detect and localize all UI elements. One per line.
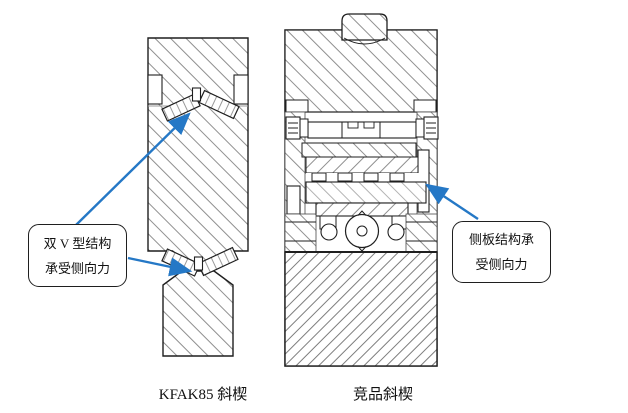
base-plate-band — [284, 210, 438, 253]
lower-v-apex-key — [193, 256, 204, 271]
kfak85-slide-body — [147, 37, 249, 270]
callout-side-plate-structure: 侧板结构承 受侧向力 — [452, 221, 551, 283]
leader-arrow-upper-v — [74, 112, 191, 227]
slider-layer-2 — [305, 156, 419, 174]
bolt-hole-right — [387, 223, 405, 241]
upper-v-plate-right — [198, 89, 240, 120]
socket-bolt-right — [415, 116, 439, 140]
guide-post-center — [356, 225, 368, 237]
leader-arrow-side-plate — [425, 183, 479, 220]
slider-layer-1 — [301, 142, 417, 158]
kfak85-driver-block — [162, 270, 234, 357]
top-block-notch-left — [285, 99, 309, 113]
competitor-tab-arc — [343, 37, 386, 45]
bolt-hole-left — [320, 223, 338, 241]
caption-competitor-wedge: 竞品斜楔 — [352, 387, 413, 403]
caption-kfak85-wedge: KFAK85 斜楔 — [158, 387, 248, 403]
competitor-top-tab — [341, 13, 388, 41]
retainer-bar — [307, 121, 417, 139]
wear-pad-3 — [363, 172, 379, 182]
competitor-wedge-diagram — [284, 13, 439, 367]
kfak85-right-notch — [233, 74, 249, 105]
leader-arrows — [74, 112, 479, 277]
callout-left-line2: 承受侧向力 — [44, 260, 110, 276]
socket-bolt-left — [285, 116, 309, 140]
leader-arrow-lower-v — [127, 256, 193, 277]
kfak85-left-notch — [147, 74, 163, 105]
wear-pad-2 — [337, 172, 353, 182]
callout-right-line2: 受侧向力 — [475, 257, 528, 272]
side-plate-left — [286, 185, 301, 215]
callout-right-line1: 侧板结构承 — [468, 232, 534, 247]
competitor-base-block — [284, 251, 438, 367]
wear-pad-4 — [389, 172, 405, 182]
upper-v-apex-key — [191, 87, 202, 102]
wear-pad-1 — [311, 172, 327, 182]
top-block-notch-right — [413, 99, 437, 113]
callout-double-v-structure: 双 V 型结构 承受侧向力 — [28, 224, 127, 287]
slider-main-block — [305, 181, 427, 204]
bar-key-left — [347, 121, 359, 129]
bar-key-right — [363, 121, 375, 129]
kfak85-wedge-diagram — [147, 37, 249, 357]
callout-left-line1: 双 V 型结构 — [43, 235, 112, 251]
